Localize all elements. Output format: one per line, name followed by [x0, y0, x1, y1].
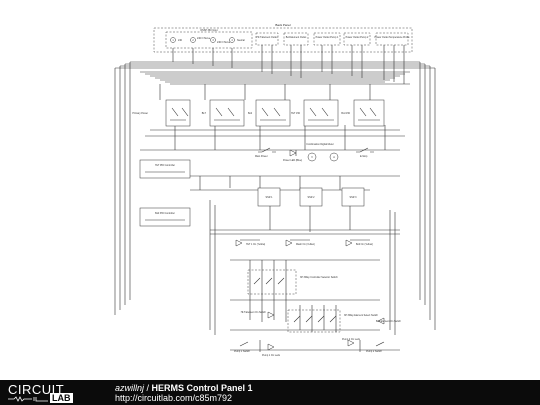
pid-label: Boil PID Controller — [155, 212, 175, 215]
led-mash: Mash On (Yellow) — [285, 239, 315, 247]
meter-v: V — [311, 156, 313, 159]
circuit-trace-icon — [8, 396, 48, 402]
bottom-label: Pump 2 Switch — [366, 350, 383, 353]
circuitlab-logo: CIRCUIT LAB — [8, 382, 94, 404]
relay-label: HLT 150 — [291, 112, 301, 115]
bottom-label: Pump 1 Switch — [234, 350, 251, 353]
footer-bar: CIRCUIT LAB azwillnj / HERMS Control Pan… — [0, 380, 540, 405]
back-panel-frame — [153, 27, 413, 53]
power-led-label: Power LED (Blue) — [283, 159, 302, 162]
input-terminal-2: 2 240 N Stove — [190, 37, 211, 43]
e-stop-switch: E-Stop — [356, 147, 374, 158]
relay-label: Boil 150 — [341, 112, 350, 115]
relay-boil-150: Boil 150 — [341, 99, 385, 127]
bottom-label: Boil Element On Switch — [376, 320, 402, 323]
input-terminal-label: Neutral — [237, 39, 245, 42]
back-panel-label: Back Panel — [275, 23, 291, 27]
hlt-element-switch: HLT Element On Switch — [241, 311, 275, 319]
ssr-module-1: SSR 1 — [257, 187, 281, 207]
outlet-label: Power Outlet Pump 1 — [316, 36, 339, 39]
power-led: Power LED (Blue) — [283, 149, 302, 162]
e-stop-label: E-Stop — [360, 155, 368, 158]
back-panel-outlet-2: Boil Element Outlet — [283, 32, 309, 46]
relay-primary-power: Primary Power — [132, 99, 191, 127]
pid-controller-boil: Boil PID Controller — [139, 207, 191, 227]
meter-title: Combination Digital Meter — [306, 143, 334, 146]
input-terminal-num: 2 — [192, 39, 194, 42]
ssr-label: SSR 1 — [266, 196, 274, 199]
led-boil: Boil On (Yellow) — [345, 239, 373, 247]
back-panel-outlet-4: Power Outlet Pump 2 — [343, 32, 371, 46]
controller-selector-switch: 3P 3Way Controller Selector Switch — [247, 269, 338, 295]
ssr-module-2: SSR 2 — [299, 187, 323, 207]
pid-controller-hlt: HLT PID Controller — [139, 159, 191, 179]
pump-1-led: Pump 1 On Leds — [262, 343, 281, 357]
pump-1-switch: Pump 1 Switch — [234, 341, 251, 353]
ssr-label: SSR 2 — [308, 196, 316, 199]
led-label: Boil On (Yellow) — [356, 243, 373, 246]
wiring — [114, 45, 436, 352]
relay-boil: Boil — [248, 99, 291, 127]
element-selector-switch: 3P 3Way Element Select Switch — [287, 309, 379, 333]
relay-label: BLT — [202, 112, 207, 115]
input-terminal-1: 1 240 — [170, 37, 183, 43]
back-panel-outlet-1: HLT Element Outlet — [255, 32, 279, 46]
bottom-label: HLT Element On Switch — [241, 311, 267, 314]
relay-label: Boil — [248, 112, 252, 115]
meter-a: A — [333, 156, 335, 159]
led-hlt: HLT 1 On (Yellow) — [235, 239, 265, 247]
led-label: Mash On (Yellow) — [296, 243, 315, 246]
outlet-label: Power Outlet Temperature Probe — [375, 36, 411, 39]
title-separator: / — [144, 383, 152, 393]
circuit-title-line: azwillnj / HERMS Control Panel 1 — [115, 383, 253, 393]
digital-meter: Combination Digital Meter V A — [306, 143, 339, 162]
bottom-label: Pump 2 On Leds — [342, 338, 361, 341]
input-terminal-num: 1 — [172, 39, 174, 42]
input-terminal-label: 240 N Stove — [197, 37, 211, 40]
relay-hlt-150: HLT 150 — [291, 99, 339, 127]
input-terminal-label: 240 N Stove — [217, 41, 231, 44]
outlet-label: Boil Element Outlet — [286, 36, 307, 39]
schematic-canvas: Back Panel DSSP 360 Input 1 240 2 240 N … — [114, 23, 436, 357]
relay-blt: BLT — [202, 99, 245, 127]
input-terminal-label: 240 — [178, 39, 183, 42]
selector-label: 3P 3Way Controller Selector Switch — [300, 276, 338, 279]
ssr-label: SSR 3 — [350, 196, 358, 199]
logo-text-top: CIRCUIT — [8, 382, 65, 397]
outlet-label: HLT Element Outlet — [257, 36, 278, 39]
pid-label: HLT PID Controller — [155, 164, 175, 167]
input-block-frame — [165, 31, 253, 49]
logo-text-bottom: LAB — [50, 393, 73, 403]
relay-label: Primary Power — [132, 112, 148, 115]
boil-element-switch: Boil Element On Switch — [376, 317, 402, 325]
circuit-url[interactable]: http://circuitlab.com/c85m792 — [115, 393, 233, 403]
author-link[interactable]: azwillnj — [115, 383, 145, 393]
ssr-module-3: SSR 3 — [341, 187, 365, 207]
pump-2-led: Pump 2 On Leds — [342, 338, 361, 347]
main-power-switch: Main Power — [255, 147, 276, 158]
bottom-label: Pump 1 On Leds — [262, 354, 281, 357]
input-terminal-4: 4 Neutral — [229, 37, 245, 43]
outlet-label: Power Outlet Pump 2 — [346, 36, 369, 39]
input-terminal-num: 4 — [231, 39, 233, 42]
input-terminal-num: 3 — [212, 39, 214, 42]
input-block-label: DSSP 360 Input — [200, 29, 217, 32]
circuit-title: HERMS Control Panel 1 — [151, 383, 253, 393]
main-power-label: Main Power — [255, 155, 268, 158]
input-terminal-3: 3 240 N Stove — [210, 37, 231, 44]
back-panel-outlet-5: Power Outlet Temperature Probe — [375, 32, 411, 46]
pump-2-switch: Pump 2 Switch — [366, 341, 385, 353]
back-panel-outlet-3: Power Outlet Pump 1 — [313, 32, 341, 46]
led-label: HLT 1 On (Yellow) — [246, 243, 265, 246]
pump-selector-label: 3P 3Way Element Select Switch — [344, 314, 379, 317]
